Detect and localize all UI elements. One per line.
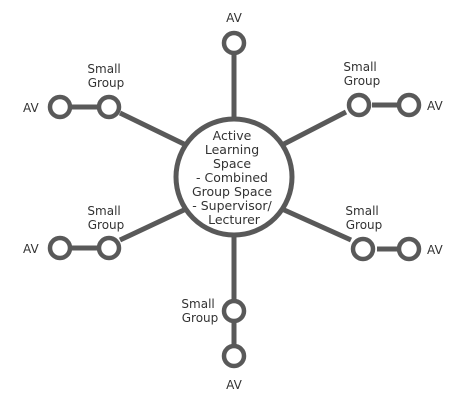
av-node-lower-left xyxy=(47,235,73,261)
av-label-top: AV xyxy=(226,11,242,25)
small-group-label-lower-left-line-2: Group xyxy=(88,218,125,232)
av-node-bottom xyxy=(221,343,247,369)
av-node-top xyxy=(221,30,247,56)
small-group-label-upper-right-line-2: Group xyxy=(344,74,381,88)
av-label-lower-left: AV xyxy=(23,242,39,256)
center-hub xyxy=(173,116,295,238)
center-line-4: - Combined xyxy=(196,170,268,185)
av-label-upper-right: AV xyxy=(427,99,443,113)
labels: AV AV Small Group AV Small Group AV Smal… xyxy=(23,11,443,392)
connector-lines xyxy=(72,55,398,344)
center-hub-label: Active Learning Space - Combined Group S… xyxy=(192,128,276,227)
connector-upper-right-spoke xyxy=(280,109,348,148)
center-line-1: Active xyxy=(213,128,252,143)
small-group-label-lower-right-line-2: Group xyxy=(346,218,383,232)
small-group-label-bottom: Small Group xyxy=(181,297,218,325)
av-node-lower-right xyxy=(396,236,422,262)
small-group-label-upper-left-line-1: Small xyxy=(87,62,120,76)
nodes xyxy=(47,30,422,369)
center-line-6: - Supervisor/ xyxy=(192,198,272,213)
center-line-2: Learning xyxy=(205,142,259,157)
small-group-node-bottom xyxy=(221,298,247,324)
small-group-node-upper-right xyxy=(346,92,372,118)
small-group-node-lower-left xyxy=(96,235,122,261)
small-group-label-lower-left: Small Group xyxy=(87,204,124,232)
small-group-label-upper-right: Small Group xyxy=(343,60,380,88)
av-label-bottom: AV xyxy=(226,378,242,392)
small-group-label-lower-right-line-1: Small xyxy=(345,204,378,218)
small-group-node-upper-left xyxy=(96,94,122,120)
small-group-label-upper-left: Small Group xyxy=(87,62,124,90)
small-group-label-bottom-line-2: Group xyxy=(182,311,219,325)
center-line-3: Space xyxy=(213,156,251,171)
center-line-5: Group Space xyxy=(192,184,272,199)
small-group-label-upper-left-line-2: Group xyxy=(88,76,125,90)
av-label-lower-right: AV xyxy=(427,243,443,257)
small-group-label-upper-right-line-1: Small xyxy=(343,60,376,74)
av-node-upper-right xyxy=(396,92,422,118)
av-label-upper-left: AV xyxy=(23,101,39,115)
small-group-label-lower-right: Small Group xyxy=(345,204,382,232)
connector-lower-right-spoke xyxy=(280,206,353,243)
connector-upper-left-spoke xyxy=(118,110,188,148)
small-group-node-lower-right xyxy=(350,236,376,262)
center-line-7: Lecturer xyxy=(208,212,261,227)
small-group-label-lower-left-line-1: Small xyxy=(87,204,120,218)
small-group-label-bottom-line-1: Small xyxy=(181,297,214,311)
connector-lower-left-spoke xyxy=(118,206,188,243)
av-node-upper-left xyxy=(47,94,73,120)
